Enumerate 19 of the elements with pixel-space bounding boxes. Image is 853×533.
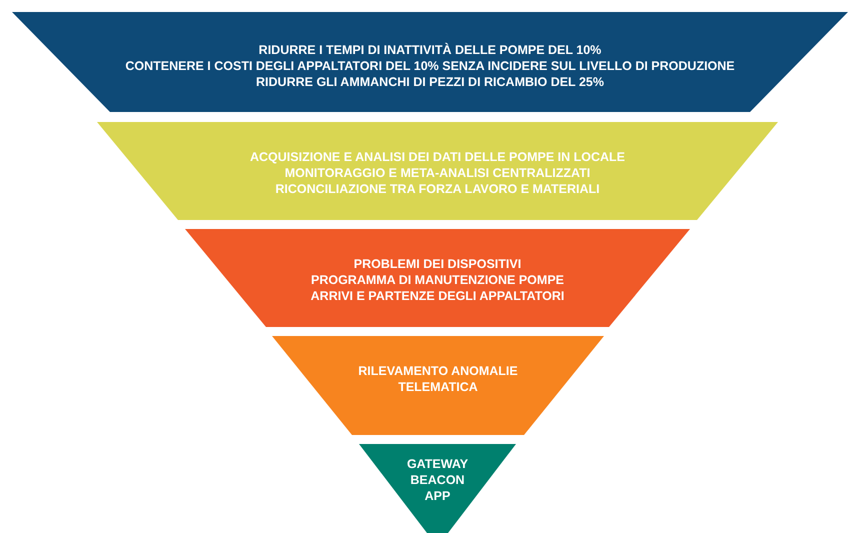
level-text: ARRIVI E PARTENZE DEGLI APPALTATORI	[310, 288, 564, 304]
level-text: RIDURRE I TEMPI DI INATTIVITÀ DELLE POMPE DEL 10%	[258, 42, 602, 58]
funnel-level	[12, 12, 848, 112]
funnel-level	[185, 229, 690, 327]
level-text: CONTENERE I COSTI DEGLI APPALTATORI DEL 10% SENZA INCIDERE SUL LIVELLO DI PRODUZIONE	[125, 58, 735, 74]
funnel-level	[272, 336, 604, 435]
level-text: APP	[424, 488, 450, 504]
funnel-level	[359, 444, 516, 533]
level-text: PROBLEMI DEI DISPOSITIVI	[354, 256, 522, 272]
level-text: TELEMATICA	[398, 379, 478, 395]
level-text: RICONCILIAZIONE TRA FORZA LAVORO E MATERIALI	[275, 181, 600, 197]
level-text: BEACON	[410, 472, 465, 488]
level-text: RIDURRE GLI AMMANCHI DI PEZZI DI RICAMBIO DEL 25%	[256, 74, 604, 90]
level-text: MONITORAGGIO E META-ANALISI CENTRALIZZATI	[284, 165, 590, 181]
level-text: PROGRAMMA DI MANUTENZIONE POMPE	[310, 272, 564, 288]
level-text: GATEWAY	[406, 456, 468, 472]
level-text: RILEVAMENTO ANOMALIE	[358, 363, 518, 379]
funnel-level	[97, 122, 778, 220]
level-text: ACQUISIZIONE E ANALISI DEI DATI DELLE POMPE IN LOCALE	[250, 149, 626, 165]
